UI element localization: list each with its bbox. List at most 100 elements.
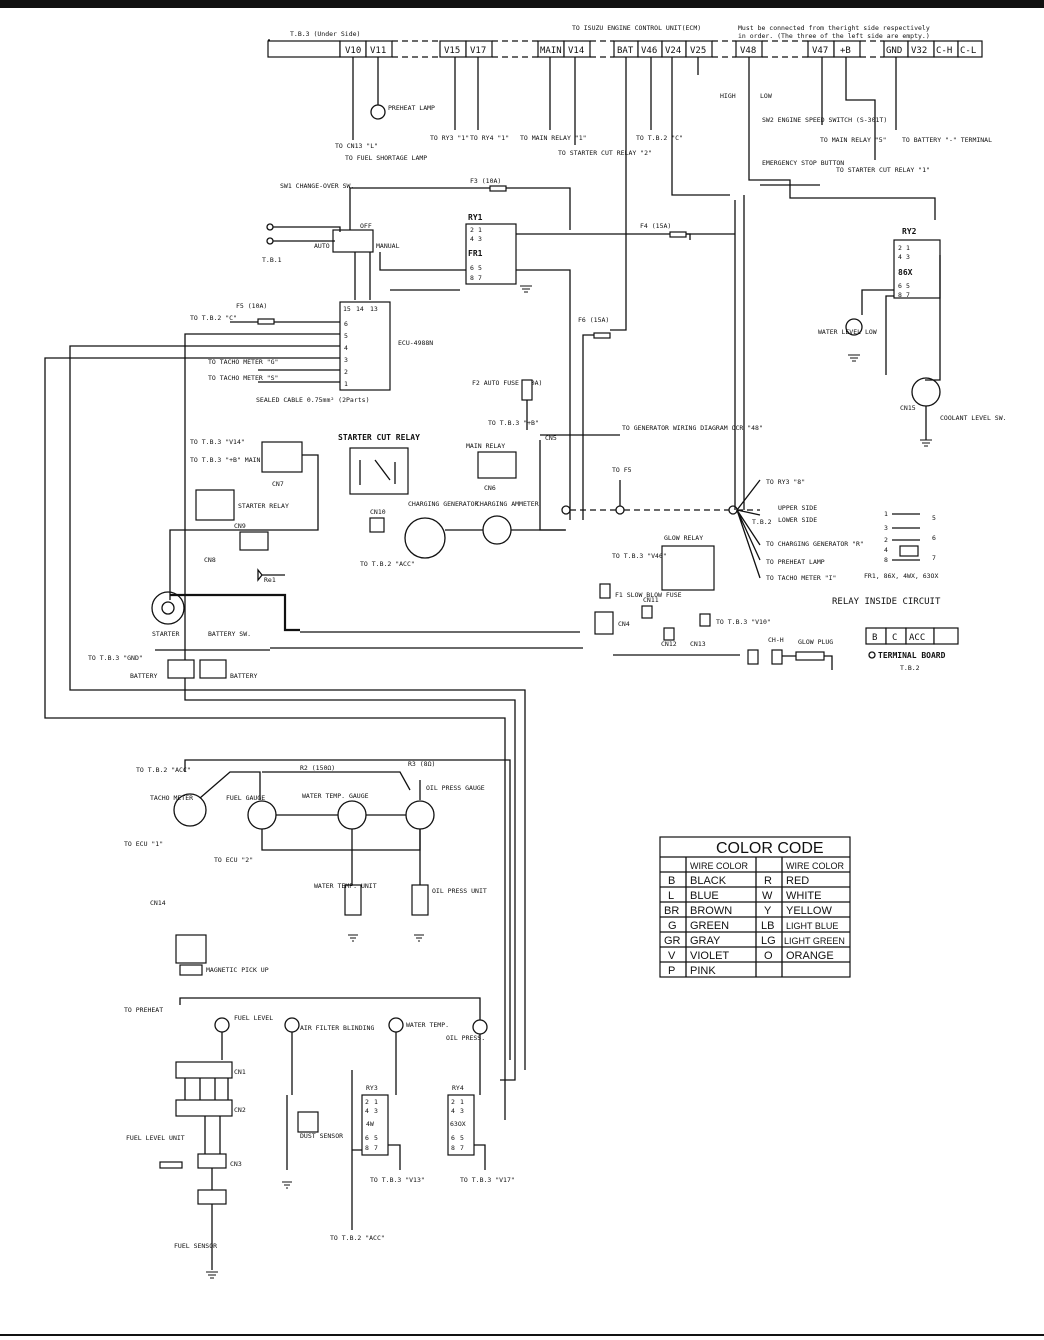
ry3-type: 4W <box>366 1120 374 1128</box>
tb2-cell-b: B <box>872 633 877 643</box>
sw2-label: SW2 ENGINE SPEED SWITCH (S-301T) <box>762 116 887 124</box>
cc-name: GREEN <box>690 920 729 932</box>
cc-code: B <box>668 875 675 887</box>
lower-side-label: LOWER SIDE <box>778 516 817 524</box>
f5-label: F5 (10A) <box>236 302 267 310</box>
cn11-label: CN11 <box>643 596 659 604</box>
to-starter-cut-1-label: TO STARTER CUT RELAY "1" <box>836 166 930 174</box>
ry4-type: 63OX <box>450 1120 466 1128</box>
ry1-pin: 1 <box>478 226 482 234</box>
main-relay-label: MAIN RELAY <box>466 442 505 450</box>
ry4-label: RY4 <box>452 1084 464 1092</box>
ry1-pin: 7 <box>478 274 482 282</box>
relay-inside-circuit-title: RELAY INSIDE CIRCUIT <box>832 597 941 607</box>
connect-note-2: in order. (The three of the left side ar… <box>738 32 930 40</box>
cn13-label: CN13 <box>690 640 706 648</box>
to-tb3-v46-label: TO T.B.3 "V46" <box>612 552 667 560</box>
cc-code: O <box>764 950 773 962</box>
oil-press-gauge-label: OIL PRESS GAUGE <box>426 784 485 792</box>
ric-pin: 2 <box>884 536 888 544</box>
ry1-pin: 2 <box>470 226 474 234</box>
cc-name: WHITE <box>786 890 821 902</box>
cn7-label: CN7 <box>272 480 284 488</box>
to-fuel-shortage-label: TO FUEL SHORTAGE LAMP <box>345 154 427 162</box>
oil-press-label: OIL PRESS. <box>446 1034 485 1042</box>
ecu-pin-4: 4 <box>344 344 348 352</box>
ry4-pin: 5 <box>460 1134 464 1142</box>
battery-label-2: BATTERY <box>230 672 257 680</box>
terminal-board-label: TERMINAL BOARD <box>878 651 946 660</box>
tb2-cell-c: C <box>892 633 897 643</box>
f2-label: F2 AUTO FUSE (30A) <box>472 379 542 387</box>
ry3-pin: 8 <box>365 1144 369 1152</box>
starter-relay-label: STARTER RELAY <box>238 502 289 510</box>
to-tb2-acc-3-label: TO T.B.2 "ACC" <box>330 1234 385 1242</box>
bottom-rule <box>0 1334 1044 1336</box>
to-tb3-gnd-label: TO T.B.3 "GND" <box>88 654 143 662</box>
fuel-level-label: FUEL LEVEL <box>234 1014 273 1022</box>
tb3-cell-ch: C-H <box>936 46 952 56</box>
tb2-cell-acc: ACC <box>909 633 925 643</box>
ecu-label: ECU-4988N <box>398 339 433 347</box>
ry3-pin: 7 <box>374 1144 378 1152</box>
to-tacho-i-label: TO TACHO METER "I" <box>766 574 836 582</box>
to-ry3-label: TO RY3 "1" <box>430 134 469 142</box>
to-main-relay-1-label: TO MAIN RELAY "1" <box>520 134 587 142</box>
cc-code: R <box>764 875 772 887</box>
to-tb3-v14-label: TO T.B.3 "V14" <box>190 438 245 446</box>
tb3-cell-v46: V46 <box>641 46 657 56</box>
to-f5-label: TO F5 <box>612 466 632 474</box>
cn6-label: CN6 <box>484 484 496 492</box>
ry2-pin: 6 <box>898 282 902 290</box>
water-temp-gauge-label: WATER TEMP. GAUGE <box>302 792 369 800</box>
cc-name: VIOLET <box>690 950 729 962</box>
water-temp-unit-label: WATER TEMP. UNIT <box>314 882 377 890</box>
relays-ry3-ry4: RY3 2 1 4 3 4W 6 5 8 7 RY4 2 1 4 3 63OX … <box>330 1070 515 1242</box>
tb2-label: T.B.2 <box>752 518 772 526</box>
top-rule <box>0 0 1044 8</box>
f4-label: F4 (15A) <box>640 222 671 230</box>
tb3-cell-cl: C-L <box>960 46 976 56</box>
warning-lamps: TO PREHEAT FUEL LEVEL AIR FILTER BLINDIN… <box>124 997 488 1095</box>
ry3-pin: 2 <box>365 1098 369 1106</box>
color-code-table: COLOR CODE WIRE COLOR WIRE COLOR B BLACK… <box>659 836 851 978</box>
ecu-pin-6: 6 <box>344 320 348 328</box>
ric-pin: 3 <box>884 524 888 532</box>
magnetic-pickup-label: MAGNETIC PICK UP <box>206 966 269 974</box>
cc-code: BR <box>664 905 679 917</box>
sw1-manual-label: MANUAL <box>376 242 400 250</box>
tb3-cell-bat: BAT <box>617 46 634 56</box>
to-tb3-b-main-label: TO T.B.3 "+B" MAIN <box>190 456 261 464</box>
ry2-pin: 8 <box>898 291 902 299</box>
color-code-title: COLOR CODE <box>716 840 824 857</box>
sw1-auto-label: AUTO <box>314 242 330 250</box>
ry3-pin: 5 <box>374 1134 378 1142</box>
tb3-cell-v10: V10 <box>345 46 361 56</box>
ric-pin: 4 <box>884 546 888 554</box>
to-ecu-2-label: TO ECU "2" <box>214 856 253 864</box>
to-generator-label: TO GENERATOR WIRING DIAGRAM OCR "48" <box>622 424 763 432</box>
ry3-pin: 4 <box>365 1107 369 1115</box>
ecu-block: 15 14 13 6 5 4 3 2 1 ECU-4988N <box>44 289 526 1120</box>
cn4-label: CN4 <box>618 620 630 628</box>
to-tb3-v13-label: TO T.B.3 "V13" <box>370 1176 425 1184</box>
cc-code: GR <box>664 935 681 947</box>
ric-pin: 6 <box>932 534 936 542</box>
to-tb2-c-label: TO T.B.2 "C" <box>636 134 683 142</box>
starter-cut-relay-label: STARTER CUT RELAY <box>338 433 420 442</box>
tb3-cell-v24: V24 <box>665 46 681 56</box>
battery-label-1: BATTERY <box>130 672 157 680</box>
cc-code: V <box>668 950 676 962</box>
ry3-label: RY3 <box>366 1084 378 1092</box>
cc-name: LIGHT GREEN <box>784 936 845 946</box>
ecu-pin-15: 15 <box>343 305 351 313</box>
to-battery-label: TO BATTERY "-" TERMINAL <box>902 136 992 144</box>
ecu-note: TO ISUZU ENGINE CONTROL UNIT(ECM) <box>572 24 701 32</box>
sw1-label: SW1 CHANGE-OVER SW. <box>280 182 354 190</box>
ry2-pin: 1 <box>906 244 910 252</box>
cc-name: LIGHT BLUE <box>786 921 838 931</box>
cc-code: P <box>668 965 675 977</box>
cn14-label: CN14 <box>150 899 166 907</box>
to-tb3-b-label: TO T.B.3 "+B" <box>488 419 539 427</box>
tb3-cell-v15: V15 <box>444 46 460 56</box>
